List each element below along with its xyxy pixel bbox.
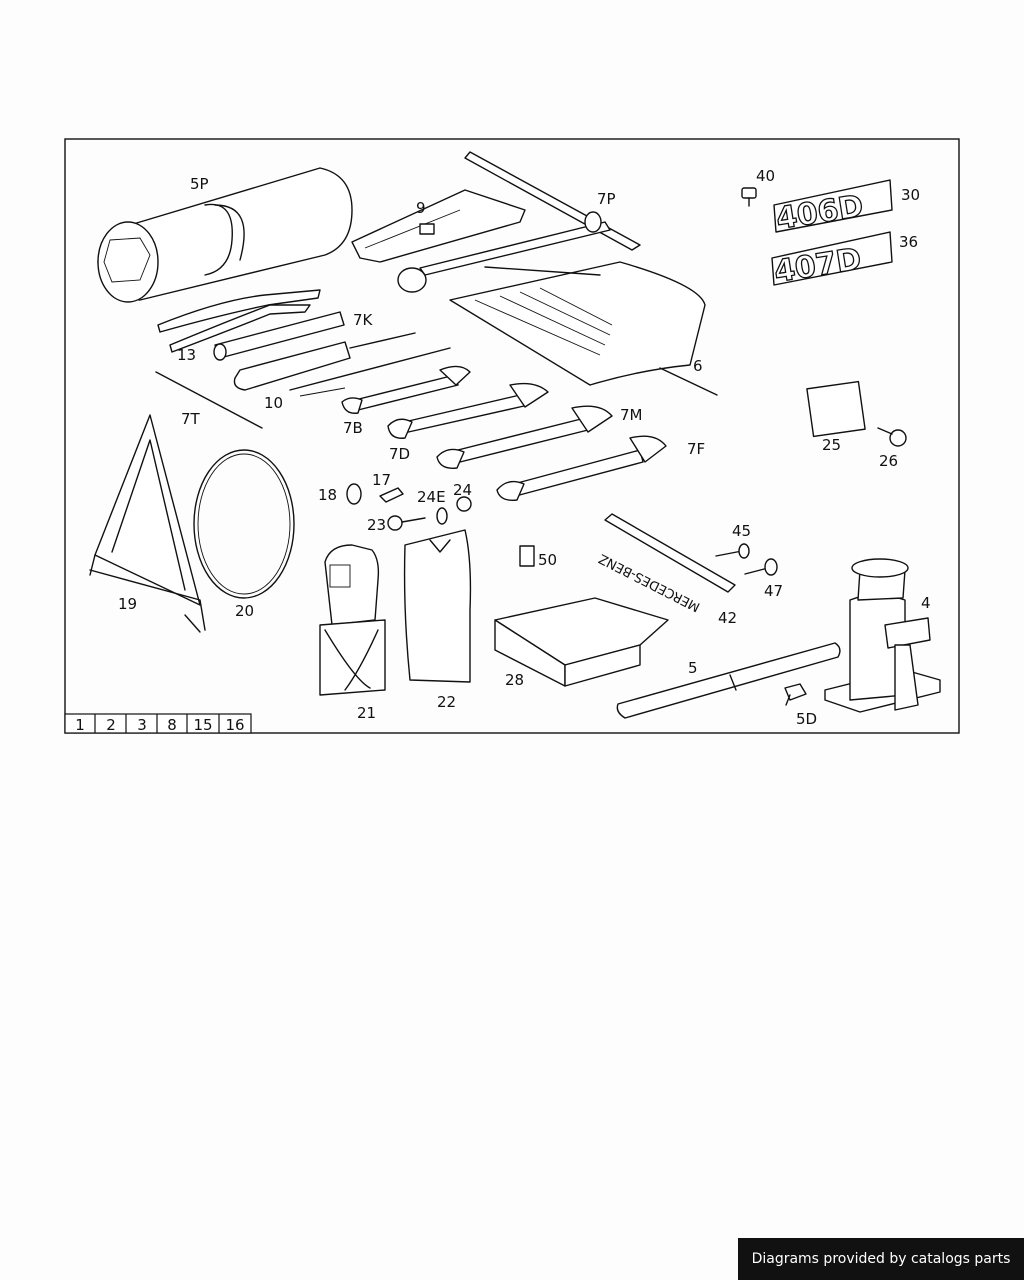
label-42: 42 bbox=[718, 609, 737, 627]
jack-handle-drawing bbox=[616, 642, 841, 719]
kit-cover-drawing bbox=[403, 529, 472, 683]
badge-406d: 406D bbox=[773, 179, 893, 238]
label-7k: 7K bbox=[353, 311, 374, 329]
page-tab-15[interactable]: 15 bbox=[193, 716, 212, 734]
sticker-42-drawing: MERCEDES-BENZ bbox=[596, 513, 736, 614]
screwdriver-drawing bbox=[213, 311, 451, 391]
clip-5d-drawing bbox=[784, 683, 807, 706]
first-aid-kit-drawing bbox=[319, 544, 386, 696]
badge-406d-text: 406D bbox=[774, 189, 866, 237]
label-4: 4 bbox=[921, 594, 931, 612]
label-20: 20 bbox=[235, 602, 254, 620]
page-tab-8[interactable]: 8 bbox=[167, 716, 177, 734]
warning-triangle-drawing bbox=[89, 414, 206, 633]
label-7f: 7F bbox=[687, 440, 705, 458]
page-tabs: 1 2 3 8 15 16 bbox=[64, 713, 252, 734]
label-25: 25 bbox=[822, 436, 841, 454]
label-5: 5 bbox=[688, 659, 698, 677]
label-6: 6 bbox=[693, 357, 703, 375]
label-7p: 7P bbox=[597, 190, 616, 208]
label-26: 26 bbox=[879, 452, 898, 470]
label-24e: 24E bbox=[417, 488, 446, 506]
screw-47-drawing bbox=[744, 558, 778, 576]
diagram-frame bbox=[64, 138, 960, 734]
credit-banner: Diagrams provided by catalogs parts bbox=[738, 1238, 1024, 1280]
badge-407d-text: 407D bbox=[772, 242, 864, 290]
tool-roll-drawing bbox=[97, 167, 353, 303]
label-50: 50 bbox=[538, 551, 557, 569]
bolt-26-drawing bbox=[877, 427, 907, 447]
tool-bag-drawing bbox=[449, 261, 718, 396]
label-5d: 5D bbox=[796, 710, 817, 728]
wheel-brace-drawing bbox=[397, 151, 641, 293]
rivet-45-drawing bbox=[715, 543, 750, 559]
label-28: 28 bbox=[505, 671, 524, 689]
label-36: 36 bbox=[899, 233, 918, 251]
plug-17-drawing bbox=[379, 487, 404, 503]
label-24: 24 bbox=[453, 481, 472, 499]
screw-23-drawing bbox=[387, 515, 426, 531]
rod-drawing bbox=[155, 371, 263, 429]
label-7m: 7M bbox=[620, 406, 643, 424]
tool-tray-drawing bbox=[351, 189, 526, 263]
label-22: 22 bbox=[437, 693, 456, 711]
label-9: 9 bbox=[416, 199, 426, 217]
label-5p: 5P bbox=[190, 175, 209, 193]
ring-drawing bbox=[193, 449, 295, 599]
washer-24e-drawing bbox=[436, 507, 448, 525]
label-7t: 7T bbox=[181, 410, 201, 428]
washer-24-drawing bbox=[456, 496, 472, 512]
credit-text: Diagrams provided by catalogs parts bbox=[751, 1251, 1011, 1267]
page-tab-3[interactable]: 3 bbox=[137, 716, 147, 734]
label-45: 45 bbox=[732, 522, 751, 540]
label-10: 10 bbox=[264, 394, 283, 412]
label-18: 18 bbox=[318, 486, 337, 504]
label-47: 47 bbox=[764, 582, 783, 600]
bottle-jack-drawing bbox=[824, 558, 941, 713]
card-50-drawing bbox=[519, 545, 535, 567]
label-19: 19 bbox=[118, 595, 137, 613]
label-card-drawing bbox=[806, 380, 866, 438]
label-30: 30 bbox=[901, 186, 920, 204]
label-23: 23 bbox=[367, 516, 386, 534]
o-ring-18-drawing bbox=[346, 483, 362, 505]
label-7d: 7D bbox=[389, 445, 410, 463]
leader-10 bbox=[299, 387, 346, 397]
label-17: 17 bbox=[372, 471, 391, 489]
page-tab-2[interactable]: 2 bbox=[106, 716, 116, 734]
label-13: 13 bbox=[177, 346, 196, 364]
label-21: 21 bbox=[357, 704, 376, 722]
page-tab-16[interactable]: 16 bbox=[225, 716, 244, 734]
box-28-drawing bbox=[494, 597, 669, 687]
clip-40-drawing bbox=[741, 187, 757, 207]
pliers-drawing bbox=[157, 289, 321, 353]
label-7b: 7B bbox=[343, 419, 363, 437]
badge-407d: 407D bbox=[771, 231, 893, 291]
label-40: 40 bbox=[756, 167, 775, 185]
page-tab-1[interactable]: 1 bbox=[75, 716, 85, 734]
wrenches-drawing bbox=[341, 365, 667, 501]
